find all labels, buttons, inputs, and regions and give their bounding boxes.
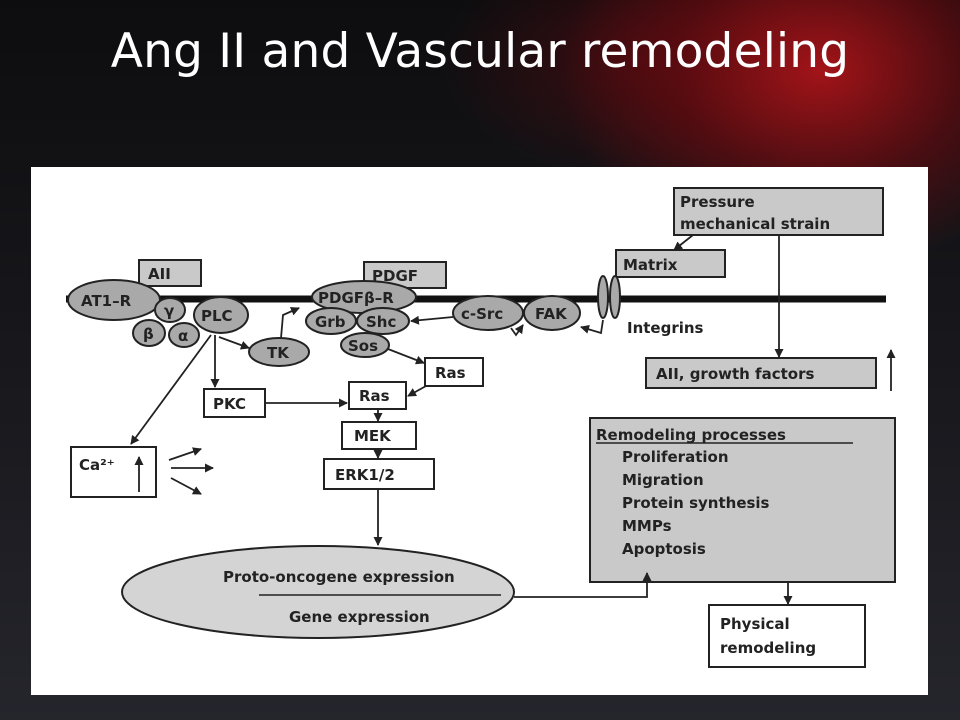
ras-mid-box: Ras [348, 381, 407, 410]
at1r-label: AT1–R [81, 292, 132, 310]
integrin-left [597, 275, 609, 319]
alpha-oval [168, 322, 200, 348]
shc-label: Shc [366, 313, 396, 331]
aii-box: AII [138, 259, 202, 287]
arrow-csrc-shc [410, 315, 454, 325]
remodeling-title: Remodeling processes [596, 426, 786, 444]
calcium-effect-arrow-3 [170, 477, 202, 495]
pressure-label: Pressure [680, 193, 755, 211]
fak-label: FAK [535, 305, 568, 323]
pressure-box: Pressure mechanical strain [673, 187, 884, 236]
pdgf-box: PDGF [363, 261, 447, 289]
gamma-label: γ [164, 302, 174, 320]
calcium-effect-arrow-1 [168, 447, 202, 461]
arrow-fak-csrc [510, 324, 524, 337]
signaling-diagram: Pressure mechanical strain Matrix Integr… [66, 187, 896, 668]
fak-oval [523, 295, 581, 331]
calcium-box: Ca²⁺ [70, 446, 157, 498]
remodeling-item: Proliferation [622, 448, 729, 466]
arrow-pressure-matrix [673, 234, 694, 251]
sos-oval [340, 332, 390, 358]
arrow-tk-pdgfbr [280, 307, 300, 339]
pkc-label: PKC [213, 395, 246, 413]
arrow-ras-ras [407, 385, 427, 397]
gene-expression-label: Gene expression [289, 608, 430, 626]
growth-factors-label: AII, growth factors [656, 365, 814, 383]
growth-factors-box: AII, growth factors [645, 357, 877, 389]
remodeling-label: remodeling [720, 639, 816, 657]
csrc-label: c-Src [461, 305, 503, 323]
matrix-label: Matrix [623, 256, 678, 274]
pkc-box: PKC [203, 388, 266, 418]
arrow-sos-ras [387, 348, 425, 365]
grb-label: Grb [315, 313, 346, 331]
beta-oval [132, 319, 166, 347]
shc-oval [356, 307, 410, 335]
ras-mid-label: Ras [359, 387, 390, 405]
remodeling-item: Migration [622, 471, 704, 489]
gamma-oval [154, 297, 186, 323]
ras-right-label: Ras [435, 364, 466, 382]
erk-box: ERK1/2 [323, 458, 435, 490]
remodeling-box: Remodeling processes Proliferation Migra… [589, 417, 896, 583]
arrow-plc-calcium [130, 334, 212, 445]
mechanical-strain-label: mechanical strain [680, 215, 830, 233]
remodeling-item: Protein synthesis [622, 494, 770, 512]
plc-label: PLC [201, 307, 233, 325]
physical-remodeling-box: Physical remodeling [708, 604, 866, 668]
remodeling-item: MMPs [622, 517, 672, 535]
matrix-box: Matrix [615, 249, 726, 278]
mek-box: MEK [341, 421, 417, 450]
gene-expression-oval: Proto-oncogene expression Gene expressio… [121, 545, 515, 639]
slide-title: Ang II and Vascular remodeling [110, 24, 850, 79]
plc-oval [193, 296, 249, 334]
arrow-integrin-fak [580, 319, 604, 335]
beta-label: β [143, 325, 154, 343]
physical-label: Physical [720, 615, 790, 633]
proto-oncogene-label: Proto-oncogene expression [223, 568, 455, 586]
erk-label: ERK1/2 [335, 466, 395, 484]
remodeling-item: Apoptosis [622, 540, 706, 558]
pdgf-label: PDGF [372, 267, 418, 285]
calcium-label: Ca²⁺ [79, 456, 115, 474]
arrow-plc-tk [218, 336, 250, 350]
pdgfbr-label: PDGFβ–R [318, 289, 394, 307]
integrins-label: Integrins [627, 319, 704, 337]
integrin-right [609, 275, 621, 319]
arrow-oval-remodeling [514, 572, 652, 598]
diagram-panel: Pressure mechanical strain Matrix Integr… [31, 167, 928, 695]
sos-label: Sos [348, 337, 378, 355]
tk-label: TK [267, 344, 290, 362]
ras-right-box: Ras [424, 357, 484, 387]
tk-oval [248, 337, 310, 367]
mek-label: MEK [354, 427, 392, 445]
alpha-label: α [178, 327, 188, 345]
aii-label: AII [148, 265, 171, 283]
